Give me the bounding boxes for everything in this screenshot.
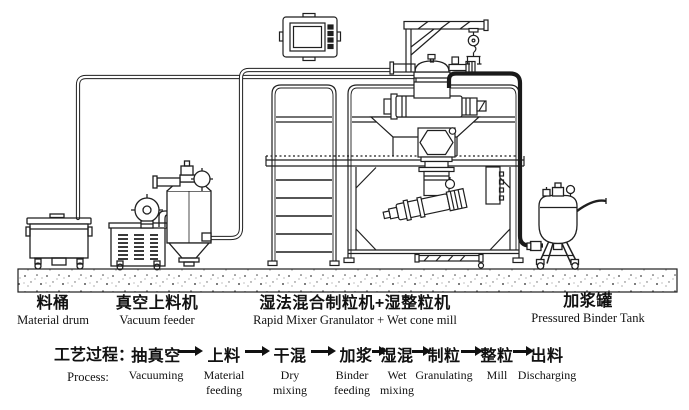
- granulator-platform: [265, 84, 525, 269]
- label-binder-tank-en: Pressured Binder Tank: [531, 311, 645, 326]
- process-arrow: [372, 345, 387, 358]
- process-arrow: [311, 345, 336, 358]
- label-granulator-en: Rapid Mixer Granulator + Wet cone mill: [253, 313, 457, 328]
- label-granulator-cn: 湿法混合制粒机+湿整粒机: [259, 295, 451, 312]
- process-title-en: Process:: [67, 370, 109, 384]
- label-material-drum: 料桶 Material drum: [3, 295, 103, 328]
- material-drum: [25, 213, 93, 270]
- wet-cone-mill: [382, 187, 468, 222]
- process-step-wet-mixing: 湿混 Wet mixing: [379, 348, 414, 397]
- label-material-drum-cn: 料桶: [36, 295, 70, 312]
- binder-feed-pipe: [446, 71, 543, 248]
- process-title-cn: 工艺过程：: [54, 347, 135, 364]
- label-vacuum-feeder-en: Vacuum feeder: [119, 313, 195, 328]
- process-step-discharging: 出料 Discharging: [517, 348, 577, 382]
- label-granulator: 湿法混合制粒机+湿整粒机 Rapid Mixer Granulator + We…: [240, 295, 470, 328]
- process-step-material-feeding: 上料 Material feeding: [203, 348, 245, 397]
- label-binder-tank: 加浆罐 Pressured Binder Tank: [508, 293, 668, 326]
- process-step-vacuuming: 抽真空 Vacuuming: [128, 348, 184, 382]
- process-arrow: [412, 345, 431, 358]
- process-step-granulating: 制粒 Granulating: [415, 348, 473, 382]
- frame-control-box: [485, 166, 501, 205]
- process-step-binder-feeding: 加浆 Binder feeding: [334, 348, 373, 397]
- hmi-control-panel: [278, 12, 342, 62]
- process-arrow: [513, 345, 534, 358]
- process-step-mill: 整粒 Mill: [480, 348, 514, 382]
- floor: [17, 268, 678, 293]
- process-arrow: [245, 345, 270, 358]
- crane-hoist: [403, 19, 489, 72]
- hmi-screen: [289, 22, 326, 52]
- label-vacuum-feeder: 真空上料机 Vacuum feeder: [107, 295, 207, 328]
- process-arrow: [178, 345, 203, 358]
- process-step-dry-mixing: 干混 Dry mixing: [272, 348, 307, 397]
- rapid-mixer-granulator: [369, 53, 487, 197]
- vacuum-transfer-pipes: [75, 67, 433, 241]
- process-arrow: [461, 345, 483, 358]
- label-vacuum-feeder-cn: 真空上料机: [115, 295, 199, 312]
- pressured-binder-tank: [526, 182, 607, 270]
- label-material-drum-en: Material drum: [17, 313, 89, 328]
- vacuum-feeder: [108, 160, 213, 271]
- label-binder-tank-cn: 加浆罐: [563, 293, 613, 310]
